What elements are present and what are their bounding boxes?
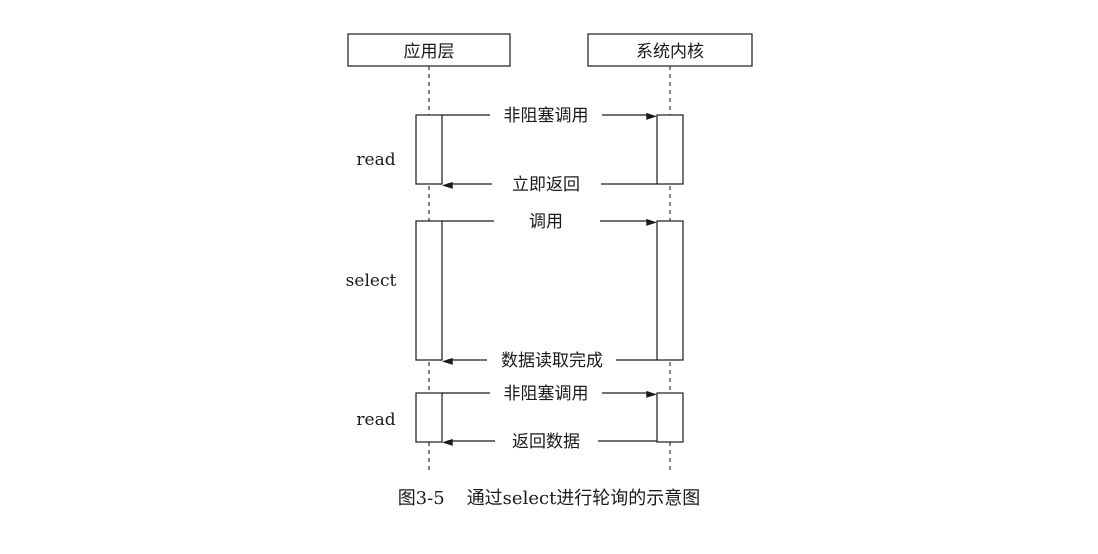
arrow-left-icon: ◄ <box>442 177 453 193</box>
message-label: 非阻塞调用 <box>504 106 589 126</box>
message-label: 数据读取完成 <box>501 351 603 371</box>
message-return-immediately: 立即返回 ◄ <box>442 175 657 195</box>
arrow-right-icon: ► <box>646 386 657 402</box>
message-nonblocking-call-1: 非阻塞调用 ► <box>442 106 657 126</box>
participant-app: 应用层 <box>347 33 511 67</box>
activation-app-read1 <box>415 114 443 185</box>
activation-kernel-select <box>656 220 684 361</box>
message-return-data: 返回数据 ◄ <box>442 432 657 452</box>
message-label: 调用 <box>529 212 563 232</box>
phase-label-select: select <box>346 271 397 291</box>
message-label: 返回数据 <box>512 432 580 452</box>
activation-kernel-read2 <box>656 392 684 443</box>
phase-label-read2: read <box>356 410 395 430</box>
arrow-right-icon: ► <box>646 108 657 124</box>
activation-kernel-read1 <box>656 114 684 185</box>
arrow-left-icon: ◄ <box>442 353 453 369</box>
participant-kernel-label: 系统内核 <box>636 42 704 62</box>
figure-caption: 图3-5 通过select进行轮询的示意图 <box>0 484 1098 510</box>
message-label: 立即返回 <box>512 175 580 195</box>
arrow-right-icon: ► <box>646 214 657 230</box>
figure-title: 通过select进行轮询的示意图 <box>466 488 701 509</box>
participant-kernel: 系统内核 <box>587 33 753 67</box>
participant-app-box <box>347 33 511 67</box>
participant-app-label: 应用层 <box>404 42 455 62</box>
figure-number: 图3-5 <box>397 488 445 509</box>
activation-app-select <box>415 220 443 361</box>
message-nonblocking-call-2: 非阻塞调用 ► <box>442 384 657 404</box>
phase-label-read1: read <box>356 150 395 170</box>
arrow-left-icon: ◄ <box>442 434 453 450</box>
message-data-read-complete: 数据读取完成 ◄ <box>442 351 657 371</box>
message-label: 非阻塞调用 <box>504 384 589 404</box>
activation-app-read2 <box>415 392 443 443</box>
participant-kernel-box <box>587 33 753 67</box>
message-call: 调用 ► <box>442 212 657 232</box>
